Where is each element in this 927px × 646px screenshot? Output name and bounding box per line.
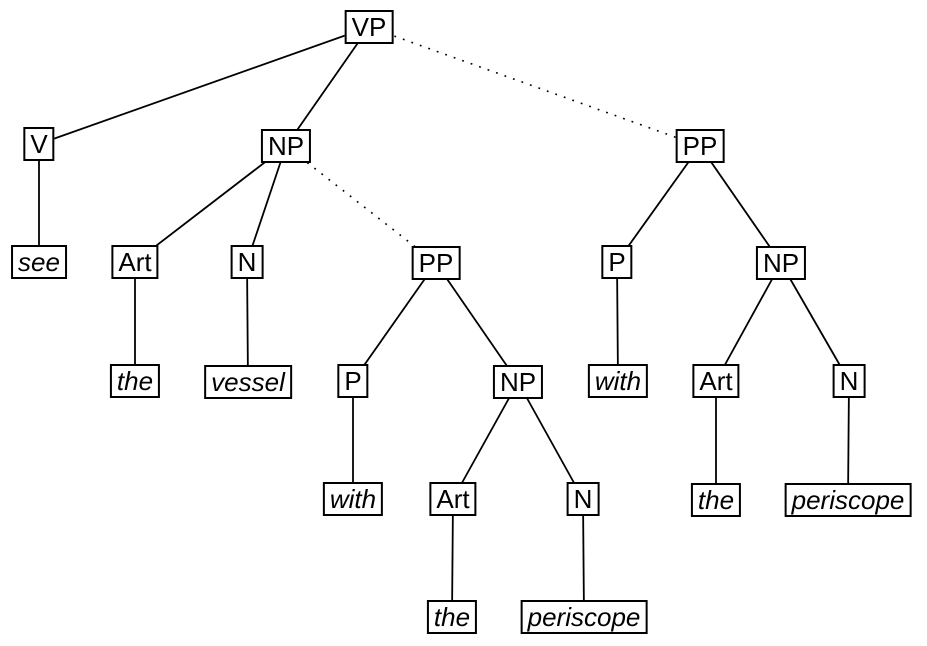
tree-node-p1: P [337, 364, 369, 398]
tree-edge-pp2-np2 [699, 145, 782, 264]
tree-node-np1: NP [260, 129, 312, 163]
tree-edge-np1-n1 [246, 145, 287, 263]
tree-node-n1b: N [566, 482, 600, 516]
tree-node-see: see [11, 245, 67, 279]
tree-edge-vp-np1 [285, 26, 370, 147]
tree-node-pp2: PP [675, 129, 725, 163]
tree-edge-np2-n2 [780, 262, 850, 382]
tree-node-art1b: Art [429, 482, 477, 516]
tree-edge-art1b-the3 [451, 498, 454, 618]
tree-node-p2: P [601, 245, 633, 279]
tree-edge-n1-vessel [246, 261, 249, 383]
tree-node-n1: N [230, 245, 264, 279]
tree-edge-np1b-n1b [517, 381, 584, 500]
tree-node-np1b: NP [492, 365, 544, 399]
tree-node-art2: Art [692, 364, 740, 398]
tree-node-v: V [23, 127, 55, 161]
tree-edge-np1-art1 [134, 145, 287, 263]
tree-node-periscope1: periscope [520, 600, 648, 634]
tree-node-with1: with [322, 482, 384, 516]
tree-node-pp1: PP [411, 246, 461, 280]
tree-node-periscope2: periscope [784, 483, 912, 517]
tree-node-the1: the [109, 364, 161, 398]
tree-node-the3: the [426, 600, 478, 634]
tree-edge-np1b-art1b [452, 381, 519, 500]
tree-edge-np2-art2 [715, 262, 782, 382]
tree-node-with2: with [587, 364, 649, 398]
tree-edge-n1b-periscope1 [582, 498, 585, 618]
tree-edge-n2-periscope2 [847, 380, 850, 501]
tree-edge-pp1-p1 [352, 262, 437, 382]
tree-edge-pp1-np1b [435, 262, 519, 383]
tree-edge-vp-v [38, 26, 370, 145]
tree-node-n2: N [832, 364, 866, 398]
tree-node-vp: VP [344, 10, 394, 44]
tree-edge-pp2-p2 [616, 145, 701, 263]
tree-node-vessel: vessel [204, 365, 292, 399]
tree-node-art1: Art [111, 245, 159, 279]
tree-node-np2: NP [755, 246, 807, 280]
tree-edge-vp-pp2-dotted [368, 26, 701, 147]
tree-node-the2: the [690, 483, 742, 517]
tree-edge-p2-with2 [616, 261, 619, 382]
